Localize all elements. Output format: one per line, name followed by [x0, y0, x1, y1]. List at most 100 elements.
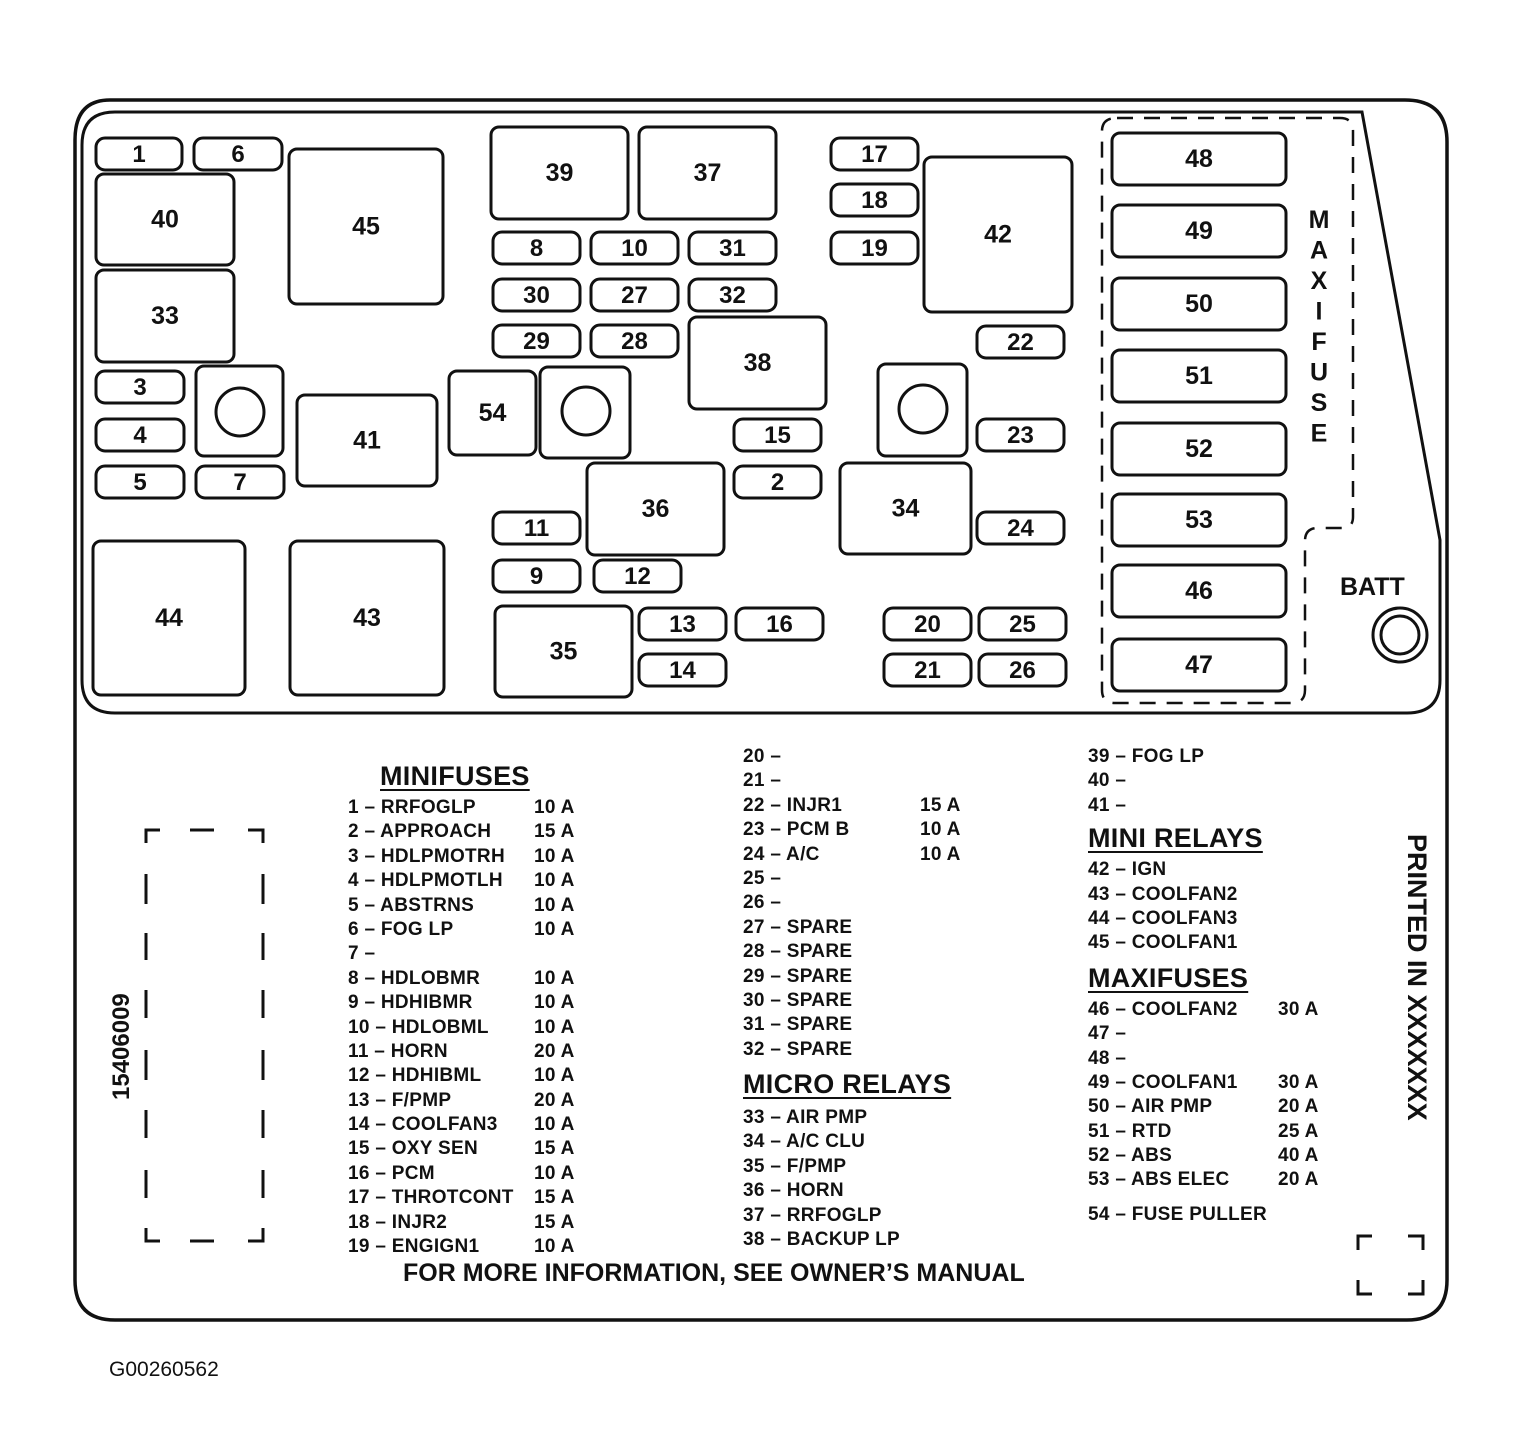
- slot-number: 30: [523, 282, 550, 309]
- slot-32: 32: [687, 277, 778, 313]
- slot-11: 11: [491, 510, 582, 546]
- slot-number: 12: [624, 563, 651, 590]
- slot-number: 36: [642, 495, 670, 523]
- slot-outline: [589, 277, 680, 313]
- slot-number: 11: [524, 515, 549, 542]
- slot-8: 8: [491, 230, 582, 266]
- legend-entry-label: 20 –: [743, 746, 782, 767]
- legend-entry-rating: 40 A: [1278, 1145, 1319, 1167]
- slot-number: 46: [1185, 577, 1213, 605]
- slot-26: 26: [977, 652, 1068, 688]
- legend-entry-rating: 10 A: [534, 967, 575, 989]
- slot-16: 16: [734, 606, 825, 642]
- legend-entry-label: 18 – INJR2: [348, 1211, 448, 1233]
- slot-outline: [592, 558, 683, 594]
- legend-entry-label: 22 – INJR1: [743, 794, 843, 816]
- slot-number: 31: [719, 235, 746, 262]
- maxifuse-letter: U: [1310, 359, 1328, 387]
- slot-39: 39: [489, 125, 630, 221]
- maxifuse-letter: F: [1311, 328, 1326, 356]
- slot-number: 29: [523, 328, 550, 355]
- legend-entry-label: 9 – HDHIBMR: [348, 992, 473, 1014]
- slot-24: 24: [975, 510, 1066, 546]
- slot-number: 21: [914, 657, 941, 684]
- legend-entry-rating: 10 A: [534, 797, 575, 818]
- legend-entry-label: 52 – ABS: [1088, 1145, 1173, 1167]
- legend-entry-label: 41 –: [1088, 794, 1127, 816]
- legend-entry: 45 – COOLFAN1: [1088, 931, 1348, 955]
- slot-outline: [1110, 348, 1288, 404]
- slot-number: 27: [621, 282, 648, 309]
- legend-entry-label: 11 – HORN: [348, 1040, 448, 1062]
- slot-33: 33: [94, 268, 236, 364]
- slot-number: 53: [1185, 506, 1213, 534]
- slot-50: 50: [1110, 276, 1288, 332]
- slot-outline: [882, 652, 973, 688]
- slot-outline: [1110, 637, 1288, 693]
- slot-number: 5: [133, 469, 146, 496]
- slot-1: 1: [94, 136, 184, 172]
- legend-entry-rating: 10 A: [534, 1016, 575, 1038]
- legend-entry-rating: 20 A: [1278, 1169, 1319, 1191]
- legend-entry-rating: 20 A: [1278, 1096, 1319, 1118]
- legend-entry-label: 2 – APPROACH: [348, 821, 492, 843]
- legend-entry-label: 25 –: [743, 867, 782, 889]
- slot-number: 20: [914, 611, 941, 638]
- slot-outline: [829, 230, 920, 266]
- legend-entry-label: 43 – COOLFAN2: [1088, 883, 1238, 905]
- slot-35: 35: [493, 604, 634, 699]
- legend-entry-rating: 10 A: [534, 992, 575, 1014]
- slot-number: 24: [1007, 515, 1034, 542]
- slot-44: 44: [91, 539, 247, 697]
- slot-53: 53: [1110, 492, 1288, 548]
- legend-entry: 26 –: [743, 891, 983, 915]
- legend-entry-label: 17 – THROTCONT: [348, 1187, 514, 1209]
- slot-outline: [491, 230, 582, 266]
- legend-entry-label: 28 – SPARE: [743, 941, 853, 963]
- legend-entry-label: 23 – PCM B: [743, 819, 850, 841]
- legend-entry: 29 – SPARE: [743, 965, 983, 989]
- slot-number: 45: [352, 213, 380, 241]
- batt-label: BATT: [1340, 573, 1405, 601]
- legend-entry-label: 53 – ABS ELEC: [1088, 1169, 1230, 1191]
- slot-outline: [1110, 421, 1288, 477]
- slot-number: 2: [771, 469, 784, 496]
- legend-entry-rating: 15 A: [534, 821, 575, 843]
- slot-outline: [975, 324, 1066, 360]
- slot-number: 26: [1009, 657, 1036, 684]
- slot-outline: [637, 606, 728, 642]
- legend-entry-rating: 10 A: [534, 845, 575, 867]
- label-area-marker: [144, 828, 265, 1243]
- legend-entry-label: 14 – COOLFAN3: [348, 1114, 498, 1136]
- legend-entry: 25 –: [743, 867, 983, 891]
- slot-outline: [734, 606, 825, 642]
- slot-outline: [194, 464, 286, 500]
- legend-entry-label: 12 – HDHIBML: [348, 1065, 482, 1087]
- legend-entry: 20 –: [743, 745, 983, 769]
- slot-number: 15: [764, 422, 791, 449]
- slot-outline: [687, 315, 828, 411]
- legend-entry-rating: 10 A: [534, 1114, 575, 1136]
- slot-41: 41: [295, 393, 439, 488]
- legend-entry: 36 – HORN: [743, 1179, 983, 1203]
- slot-52: 52: [1110, 421, 1288, 477]
- legend-entry-label: 24 – A/C: [743, 843, 820, 865]
- slot-outline: [295, 393, 439, 488]
- slot-21: 21: [882, 652, 973, 688]
- slot-number: 1: [132, 141, 145, 168]
- legend-entry-label: 16 – PCM: [348, 1162, 435, 1184]
- legend-entry-label: 31 – SPARE: [743, 1014, 853, 1036]
- slot-number: 19: [861, 235, 888, 262]
- slot-outline: [94, 268, 236, 364]
- slot-outline: [288, 539, 446, 697]
